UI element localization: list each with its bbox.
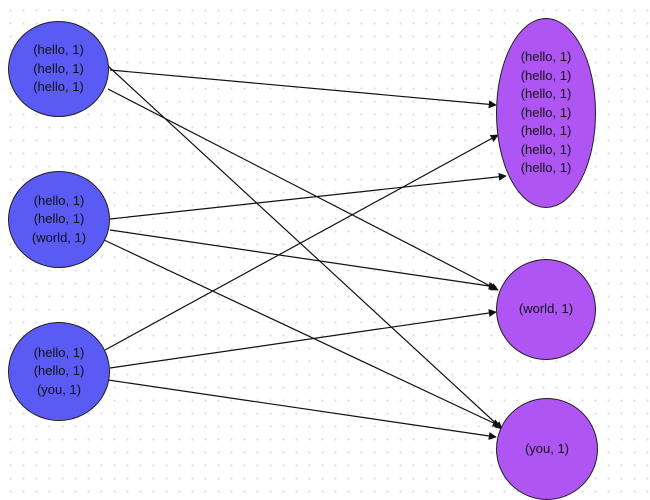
edges-layer — [103, 65, 507, 440]
node-label: (you, 1) — [36, 381, 82, 397]
node-label: (hello, 1) — [520, 86, 572, 102]
node-label: (world, 1) — [31, 229, 87, 245]
node-label: (hello, 1) — [520, 160, 572, 176]
edge-src1-dst2 — [107, 88, 499, 291]
node-label: (hello, 1) — [520, 123, 572, 139]
edge-src2-dst3 — [103, 239, 501, 427]
node-label: (hello, 1) — [33, 79, 84, 95]
node-label: (hello, 1) — [520, 141, 572, 157]
node-label: (hello, 1) — [520, 67, 572, 83]
edge-src3-dst2 — [109, 309, 497, 369]
node-label: (hello, 1) — [33, 60, 84, 76]
target-node-1: (hello, 1) (hello, 1) (hello, 1) (hello,… — [496, 18, 596, 208]
node-label: (hello, 1) — [33, 363, 85, 379]
node-label: (hello, 1) — [520, 49, 572, 65]
edge-src2-dst1 — [109, 172, 507, 220]
node-label: (hello, 1) — [33, 211, 85, 227]
node-label: (hello, 1) — [33, 192, 85, 208]
source-node-1: (hello, 1) (hello, 1) (hello, 1) — [8, 21, 109, 117]
node-label: (hello, 1) — [520, 104, 572, 120]
source-node-3: (hello, 1) (hello, 1) (you, 1) — [8, 322, 110, 421]
shuffle-diagram: (hello, 1) (hello, 1) (hello, 1) (hello,… — [8, 18, 598, 500]
source-node-2: (hello, 1) (hello, 1) (world, 1) — [8, 171, 110, 268]
edge-src3-dst1 — [104, 134, 499, 351]
node-label: (hello, 1) — [33, 42, 84, 58]
target-node-3: (you, 1) — [496, 398, 598, 500]
target-node-2: (world, 1) — [496, 259, 596, 360]
node-label: (you, 1) — [524, 440, 570, 456]
node-label: (hello, 1) — [33, 344, 85, 360]
edge-src1-dst1 — [109, 69, 497, 109]
edge-src1-dst3 — [107, 65, 503, 430]
edge-src3-dst3 — [107, 379, 497, 440]
node-label: (world, 1) — [518, 301, 574, 317]
edge-src2-dst2 — [109, 229, 497, 290]
